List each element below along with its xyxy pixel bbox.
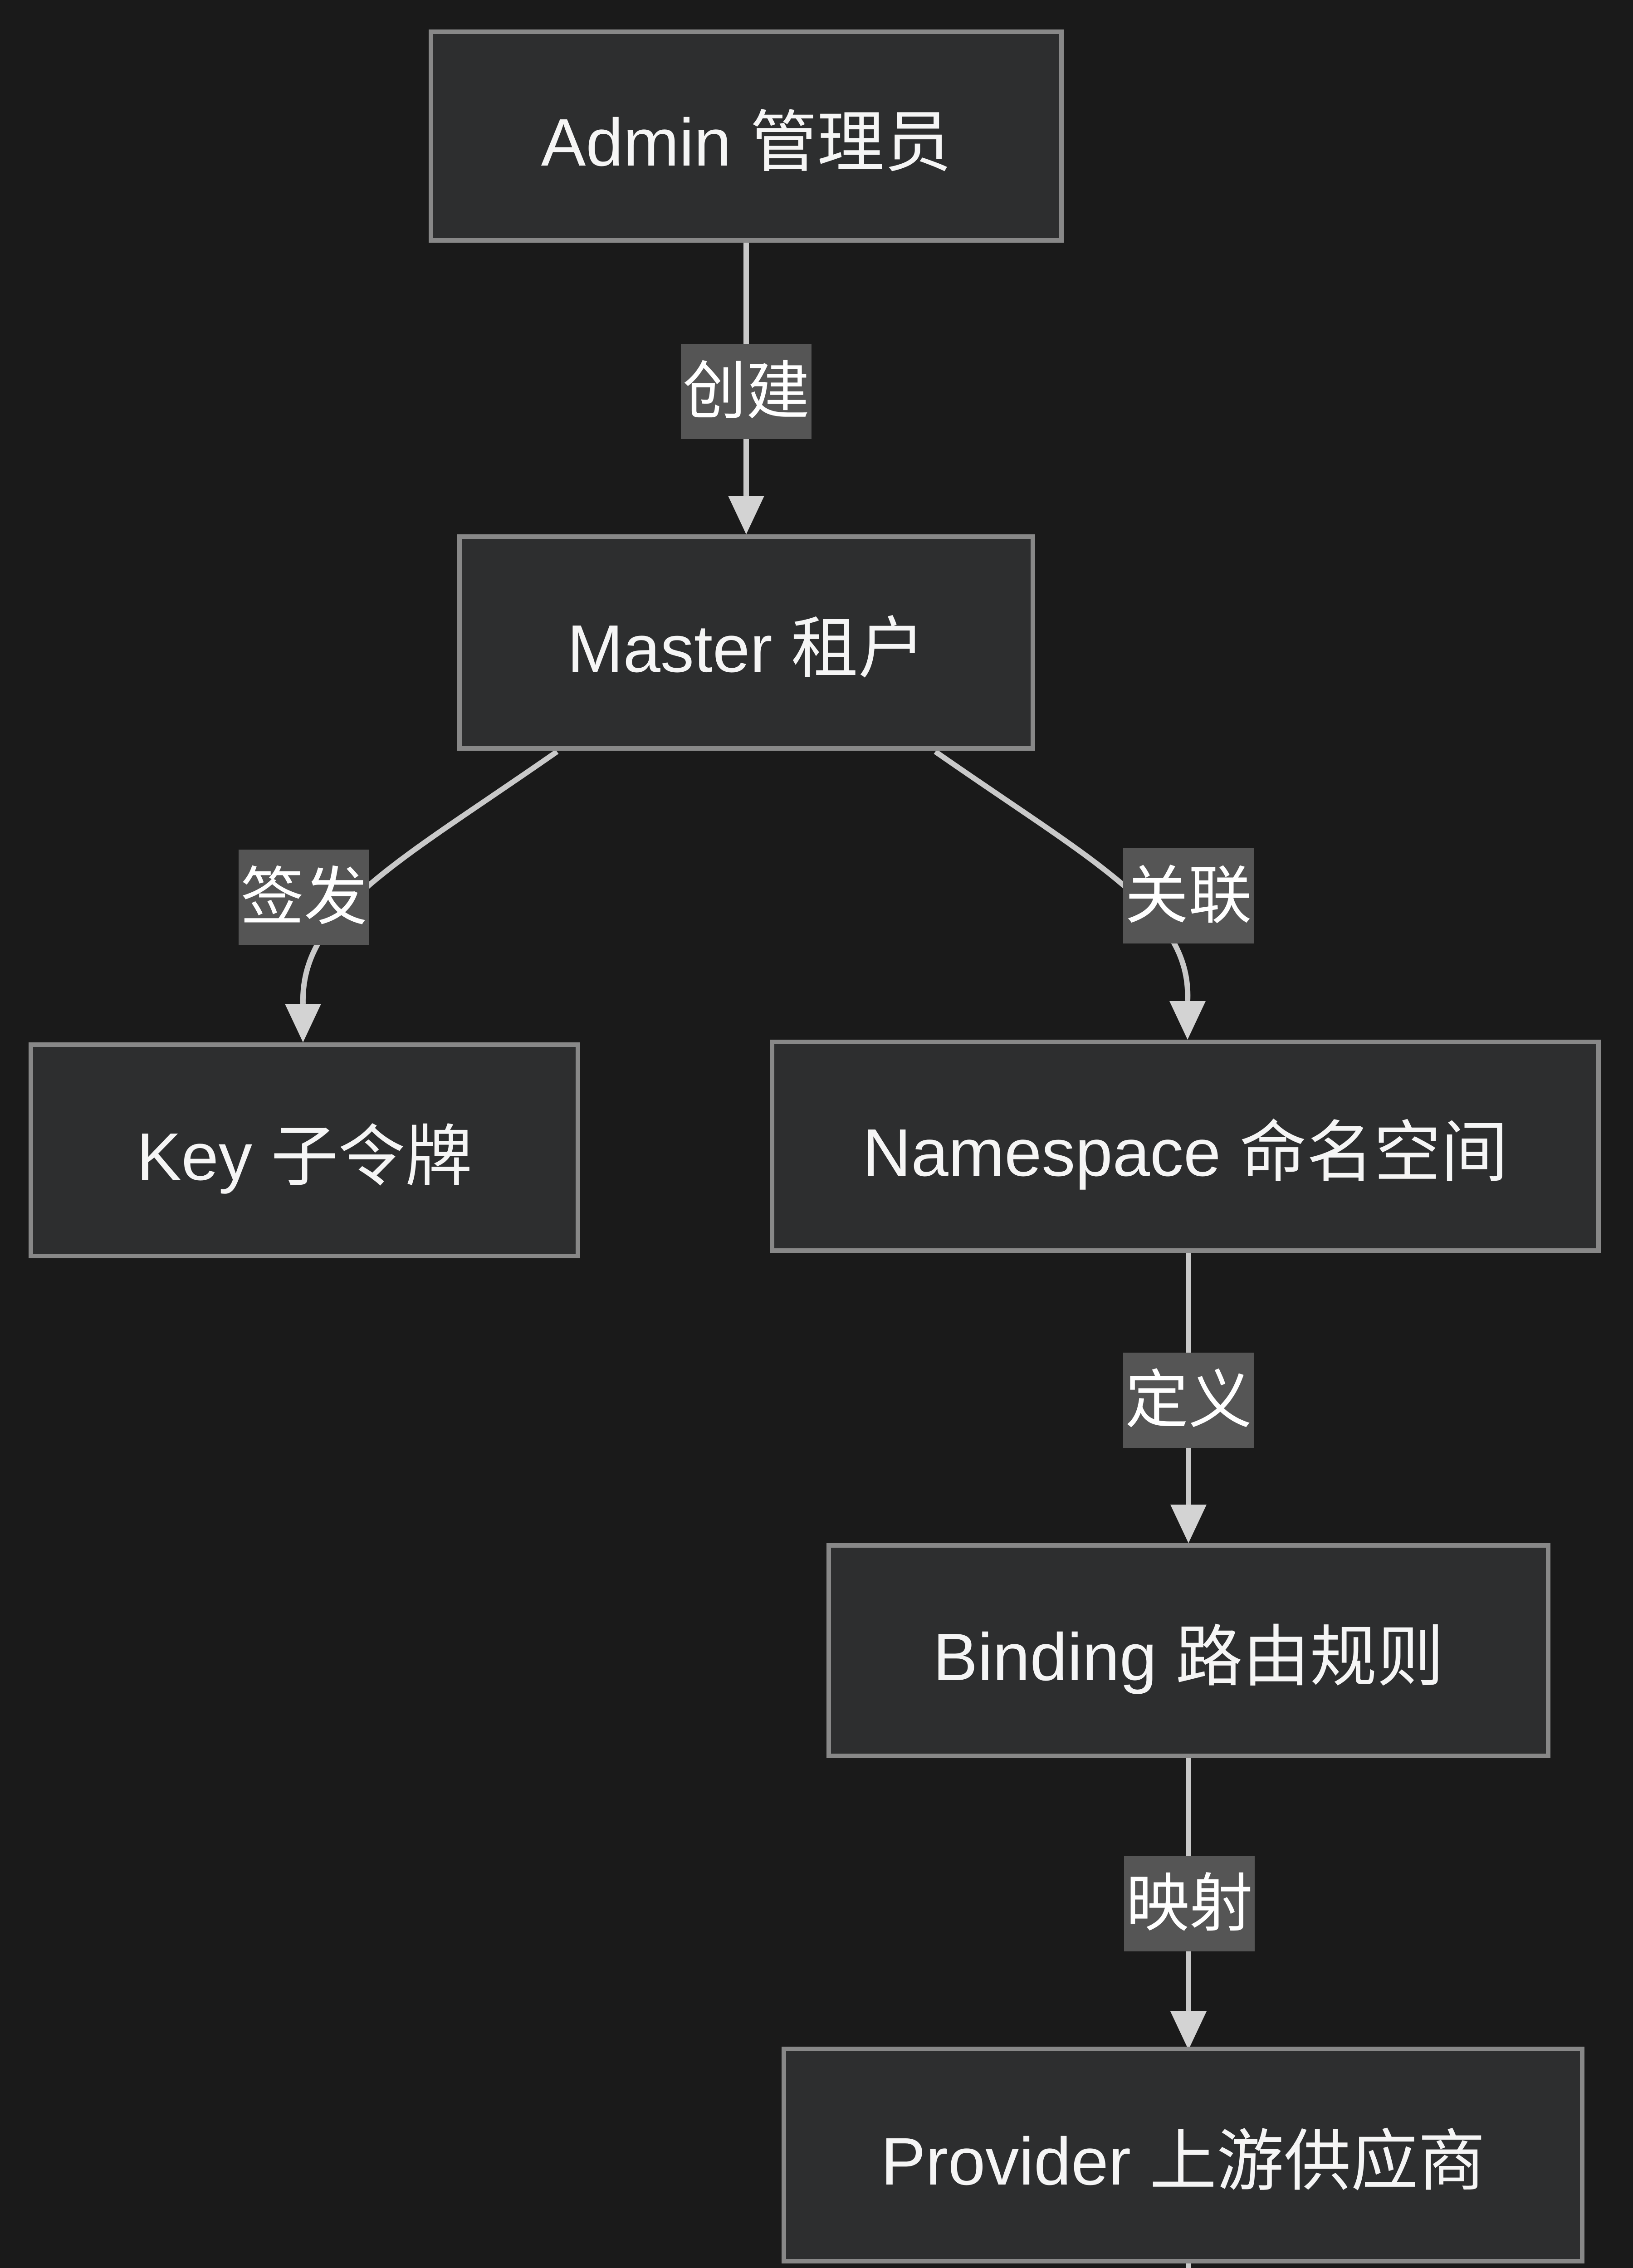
edge-label-binding-provider: 映射 bbox=[1124, 1856, 1255, 1951]
edge-master-namespace-arrowhead bbox=[1169, 1001, 1206, 1040]
node-admin: Admin 管理员 bbox=[429, 29, 1064, 243]
edge-label-master-namespace: 关联 bbox=[1123, 848, 1254, 943]
edge-label-admin-master: 创建 bbox=[680, 344, 812, 439]
node-key: Key 子令牌 bbox=[29, 1042, 580, 1258]
node-key-label: Key 子令牌 bbox=[136, 1119, 473, 1194]
edge-namespace-binding-arrowhead bbox=[1170, 1505, 1207, 1543]
node-namespace: Namespace 命名空间 bbox=[770, 1040, 1601, 1253]
node-provider: Provider 上游供应商 bbox=[782, 2047, 1584, 2263]
node-provider-label: Provider 上游供应商 bbox=[880, 2124, 1486, 2199]
node-binding-label: Binding 路由规则 bbox=[933, 1619, 1444, 1695]
node-master-label: Master 租户 bbox=[567, 611, 925, 686]
node-master: Master 租户 bbox=[457, 534, 1035, 751]
edge-master-key-arrowhead bbox=[285, 1004, 321, 1042]
edge-admin-master-arrowhead bbox=[728, 496, 764, 534]
node-namespace-label: Namespace 命名空间 bbox=[862, 1115, 1508, 1190]
node-binding: Binding 路由规则 bbox=[826, 1543, 1550, 1758]
edge-label-master-key: 签发 bbox=[238, 850, 370, 945]
node-admin-label: Admin 管理员 bbox=[541, 105, 952, 180]
edge-label-namespace-binding: 定义 bbox=[1123, 1353, 1254, 1448]
edge-binding-provider-arrowhead bbox=[1170, 2011, 1207, 2050]
